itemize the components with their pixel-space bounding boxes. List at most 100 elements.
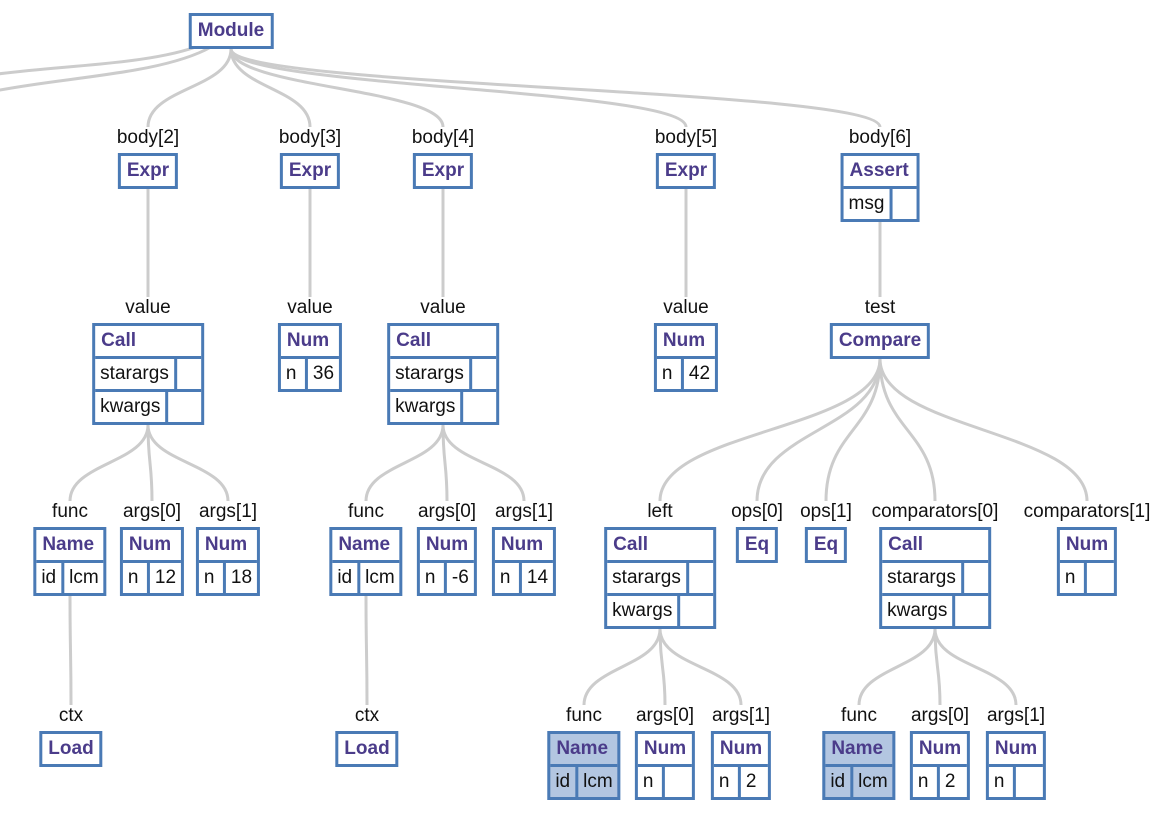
field-name: starargs: [612, 567, 681, 588]
node-type-module: Module: [197, 20, 265, 41]
field-value: [685, 563, 713, 593]
edge-num3b: [658, 628, 743, 706]
field-value: [1012, 767, 1040, 797]
node-type-num3a: Num: [643, 738, 687, 759]
edge-label-numm6: args[0]: [417, 501, 477, 522]
field-name: starargs: [887, 567, 956, 588]
node-eq1[interactable]: Eq: [804, 527, 848, 563]
edge-label-name4: func: [841, 705, 877, 726]
edge-label-num42: value: [663, 297, 709, 318]
edge-label-b2: body[2]: [116, 127, 180, 148]
edge-label-name3: func: [566, 705, 602, 726]
field-name: n: [1064, 567, 1076, 588]
field-value: [468, 359, 496, 389]
edge-num12: [146, 424, 154, 502]
edge-num3a: [658, 628, 667, 706]
edge-label-num36: value: [287, 297, 333, 318]
edge-label-num4b: args[1]: [986, 705, 1046, 726]
field-value: [1083, 563, 1111, 593]
field-value: 18: [222, 563, 257, 593]
field-name: id: [555, 771, 571, 792]
field-name: n: [499, 567, 511, 588]
edge-label-compare: test: [864, 297, 896, 318]
edge-name2: [364, 424, 445, 502]
edge-name1: [68, 424, 150, 502]
node-b5[interactable]: Expr: [655, 153, 717, 189]
field-row-call2-1: starargs: [390, 356, 496, 389]
edge-load2: [364, 595, 369, 706]
node-compare[interactable]: Compare: [829, 323, 931, 359]
edge-label-b3: body[3]: [278, 127, 342, 148]
edge-label-numc1: comparators[1]: [1023, 501, 1151, 522]
node-eq0[interactable]: Eq: [735, 527, 779, 563]
edge-num4a: [933, 628, 942, 706]
node-load2[interactable]: Load: [335, 731, 399, 767]
field-row-num4b-1: n: [988, 764, 1044, 797]
field-name: id: [41, 567, 57, 588]
edge-label-call2: value: [420, 297, 466, 318]
edge-label-b6: body[6]: [848, 127, 912, 148]
field-name: n: [285, 363, 297, 384]
node-num3a[interactable]: Num n: [634, 731, 696, 800]
node-load1[interactable]: Load: [39, 731, 103, 767]
field-value: lcm: [357, 563, 400, 593]
edge-offscreen-2: [0, 45, 212, 92]
field-value: [960, 563, 988, 593]
node-type-num36: Num: [286, 330, 330, 351]
edge-label-call1: value: [125, 297, 171, 318]
edge-b3: [229, 48, 312, 128]
field-row-call2-2: kwargs: [390, 389, 496, 422]
node-type-call3: Call: [613, 534, 649, 555]
node-type-name2: Name: [338, 534, 391, 555]
edge-label-eq0: ops[0]: [731, 501, 783, 522]
field-row-numm6-1: n-6: [419, 560, 475, 593]
node-type-num3b: Num: [719, 738, 763, 759]
edge-label-load2: ctx: [354, 705, 380, 726]
field-value: lcm: [850, 767, 893, 797]
field-value: 2: [936, 767, 964, 797]
edge-name3: [582, 628, 662, 706]
node-type-num18: Num: [204, 534, 248, 555]
node-b3[interactable]: Expr: [279, 153, 341, 189]
field-name: n: [718, 771, 730, 792]
edge-label-call4: comparators[0]: [871, 501, 999, 522]
field-row-num3a-1: n: [637, 764, 693, 797]
node-module[interactable]: Module: [188, 13, 274, 49]
field-name: n: [127, 567, 139, 588]
field-value: 42: [680, 359, 715, 389]
edge-eq0: [755, 358, 882, 502]
node-type-call2: Call: [396, 330, 432, 351]
node-b2[interactable]: Expr: [117, 153, 179, 189]
field-value: 14: [518, 563, 553, 593]
node-type-num4a: Num: [918, 738, 962, 759]
edge-label-num14: args[1]: [494, 501, 554, 522]
node-b4[interactable]: Expr: [412, 153, 474, 189]
field-value: [952, 596, 979, 626]
